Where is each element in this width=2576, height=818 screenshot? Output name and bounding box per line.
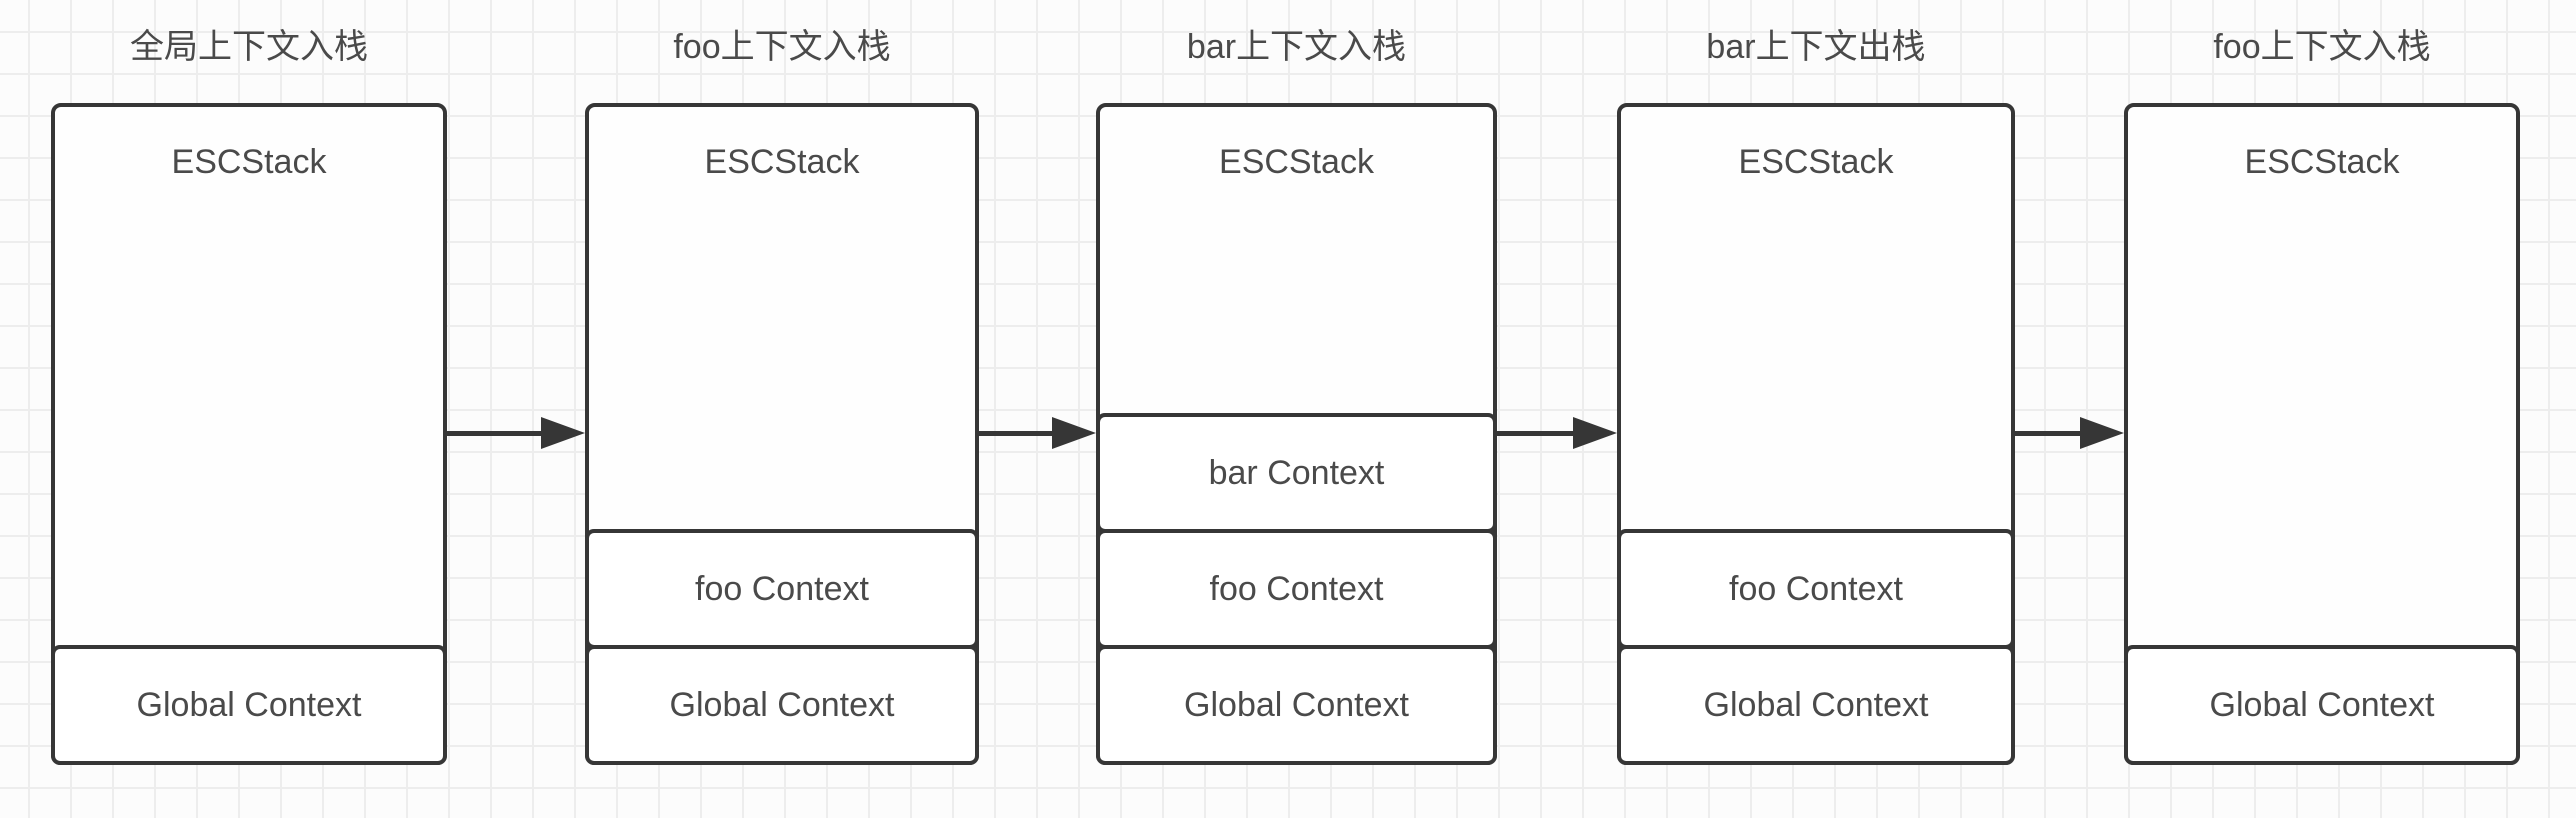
- context-frame: Global Context: [1096, 645, 1497, 765]
- esc-stack-box: ESCStack Global Context: [51, 103, 447, 765]
- esc-stack-box: ESCStack Global Context: [2124, 103, 2520, 765]
- context-frame: Global Context: [2124, 645, 2520, 765]
- arrow-right-icon: [2080, 417, 2124, 449]
- context-frame: foo Context: [585, 529, 979, 649]
- stack-stage-2: foo上下文入栈 ESCStack foo Context Global Con…: [585, 28, 979, 765]
- stage-title: bar上下文出栈: [1706, 28, 1926, 66]
- stage-title: 全局上下文入栈: [130, 28, 368, 66]
- context-frame: foo Context: [1096, 529, 1497, 649]
- context-stack: Global Context: [51, 645, 447, 765]
- stage-title: foo上下文入栈: [2213, 28, 2431, 66]
- flow-arrow: [1497, 417, 1617, 449]
- stage-title: bar上下文入栈: [1186, 28, 1407, 66]
- stack-stage-3: bar上下文入栈 ESCStack bar Context foo Contex…: [1096, 28, 1497, 765]
- esc-stack-label: ESCStack: [2244, 143, 2400, 181]
- esc-stack-box: ESCStack foo Context Global Context: [585, 103, 979, 765]
- flow-arrow: [447, 417, 585, 449]
- arrow-line: [1497, 430, 1573, 436]
- esc-stack-box: ESCStack foo Context Global Context: [1617, 103, 2015, 765]
- context-frame: Global Context: [1617, 645, 2015, 765]
- context-stack: foo Context Global Context: [585, 529, 979, 765]
- esc-stack-label: ESCStack: [1219, 143, 1374, 181]
- esc-stack-label: ESCStack: [704, 143, 860, 181]
- esc-stack-label: ESCStack: [1738, 143, 1894, 181]
- arrow-right-icon: [1573, 417, 1617, 449]
- arrow-right-icon: [541, 417, 585, 449]
- arrow-line: [447, 430, 541, 436]
- context-stack: bar Context foo Context Global Context: [1096, 413, 1497, 765]
- stack-stage-1: 全局上下文入栈 ESCStack Global Context: [51, 28, 447, 765]
- arrow-right-icon: [1052, 417, 1096, 449]
- esc-stack-label: ESCStack: [171, 143, 327, 181]
- context-frame: Global Context: [51, 645, 447, 765]
- arrow-line: [979, 430, 1052, 436]
- stage-title: foo上下文入栈: [673, 28, 891, 66]
- flow-arrow: [979, 417, 1096, 449]
- context-stack: foo Context Global Context: [1617, 529, 2015, 765]
- arrow-line: [2015, 430, 2080, 436]
- context-frame: bar Context: [1096, 413, 1497, 533]
- context-stack: Global Context: [2124, 645, 2520, 765]
- context-frame: Global Context: [585, 645, 979, 765]
- stack-stage-5: foo上下文入栈 ESCStack Global Context: [2124, 28, 2520, 765]
- flow-arrow: [2015, 417, 2124, 449]
- stack-stage-4: bar上下文出栈 ESCStack foo Context Global Con…: [1617, 28, 2015, 765]
- esc-stack-box: ESCStack bar Context foo Context Global …: [1096, 103, 1497, 765]
- context-frame: foo Context: [1617, 529, 2015, 649]
